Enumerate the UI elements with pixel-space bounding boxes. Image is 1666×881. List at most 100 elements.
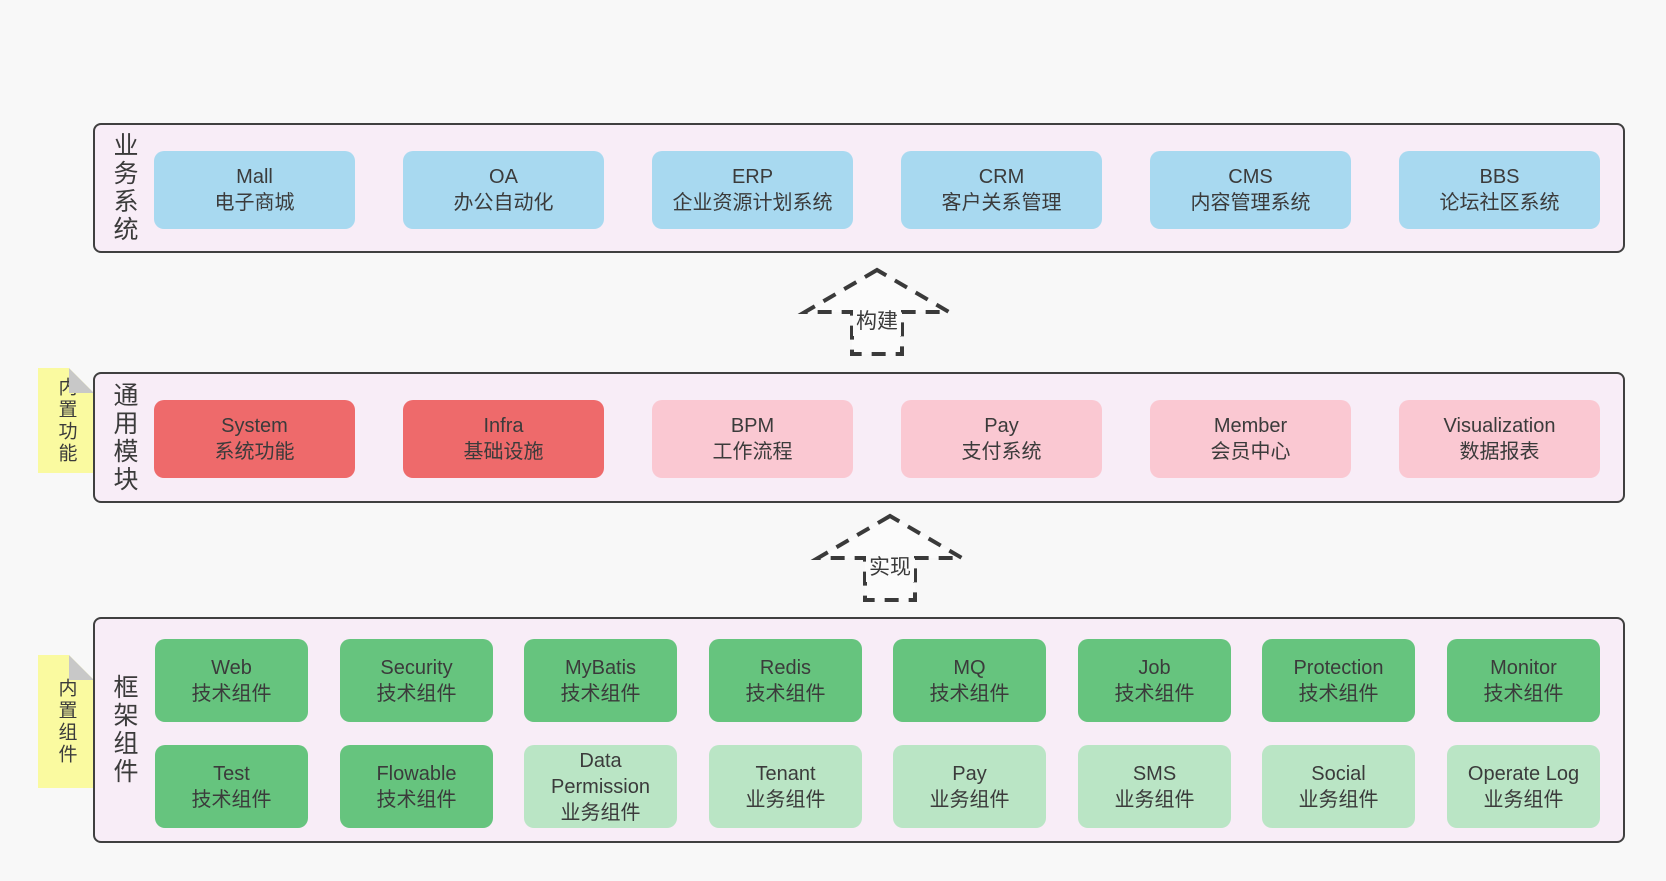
node-system: System 系统功能	[154, 400, 355, 478]
node-desc: 业务组件	[1298, 788, 1379, 811]
node-pay-module: Pay 支付系统	[901, 400, 1102, 478]
arrow-label-build: 构建	[853, 304, 901, 336]
node-desc: 内容管理系统	[1190, 192, 1311, 214]
section-framework-components: 框架组件 Web 技术组件 Security 技术组件 MyBatis 技术组件…	[93, 617, 1625, 843]
node-test: Test 技术组件	[155, 745, 308, 828]
node-desc: 数据报表	[1459, 441, 1540, 463]
node-name: Member	[1213, 415, 1288, 437]
node-pay-component: Pay 业务组件	[893, 745, 1046, 828]
node-desc: 技术组件	[560, 682, 641, 705]
node-desc: 业务组件	[745, 788, 826, 811]
node-infra: Infra 基础设施	[403, 400, 604, 478]
node-desc: 技术组件	[191, 788, 272, 811]
node-bbs: BBS 论坛社区系统	[1399, 151, 1600, 229]
node-cms: CMS 内容管理系统	[1150, 151, 1351, 229]
node-name: Redis	[759, 656, 812, 679]
node-desc: 技术组件	[1114, 682, 1195, 705]
sticky-note-builtin-features: 内置功能	[38, 368, 94, 473]
node-monitor: Monitor 技术组件	[1447, 639, 1600, 722]
node-flowable: Flowable 技术组件	[340, 745, 493, 828]
sticky-note-builtin-components: 内置组件	[38, 655, 94, 788]
node-crm: CRM 客户关系管理	[901, 151, 1102, 229]
node-desc: 技术组件	[376, 788, 457, 811]
node-desc: 技术组件	[191, 682, 272, 705]
node-visualization: Visualization 数据报表	[1399, 400, 1600, 478]
section-business-systems: 业务系统 Mall 电子商城 OA 办公自动化 ERP 企业资源计划系统 CRM…	[93, 123, 1625, 253]
node-desc: 技术组件	[1483, 682, 1564, 705]
node-name: Job	[1138, 656, 1171, 679]
node-operate-log: Operate Log 业务组件	[1447, 745, 1600, 828]
note-fold-icon	[69, 368, 94, 393]
node-name: MyBatis	[564, 656, 637, 679]
node-desc: 会员中心	[1210, 441, 1291, 463]
node-desc: 电子商城	[214, 192, 295, 214]
node-name: Infra	[483, 415, 524, 437]
node-mq: MQ 技术组件	[893, 639, 1046, 722]
node-name: CRM	[978, 166, 1025, 188]
node-desc: 工作流程	[712, 441, 793, 463]
node-name: Security	[380, 656, 453, 679]
node-name: Protection	[1293, 656, 1384, 679]
node-desc: 基础设施	[463, 441, 544, 463]
node-mall: Mall 电子商城	[154, 151, 355, 229]
node-name: BPM	[730, 415, 775, 437]
node-desc: 企业资源计划系统	[672, 192, 833, 214]
node-name: Monitor	[1490, 656, 1557, 679]
node-protection: Protection 技术组件	[1262, 639, 1415, 722]
node-desc: 支付系统	[961, 441, 1042, 463]
node-bpm: BPM 工作流程	[652, 400, 853, 478]
node-name: OA	[489, 166, 518, 188]
node-desc: 论坛社区系统	[1439, 192, 1560, 214]
section-label-business: 业务系统	[110, 132, 138, 244]
node-web: Web 技术组件	[155, 639, 308, 722]
node-mybatis: MyBatis 技术组件	[524, 639, 677, 722]
node-desc: 业务组件	[1114, 788, 1195, 811]
arrow-label-implement: 实现	[866, 550, 914, 582]
node-desc: 技术组件	[1298, 682, 1379, 705]
node-oa: OA 办公自动化	[403, 151, 604, 229]
arrow-implement: 实现	[810, 508, 970, 608]
section-label-components: 框架组件	[110, 674, 138, 786]
node-name: Operate Log	[1467, 762, 1580, 785]
node-name: Social	[1311, 762, 1366, 785]
node-name: Data Permission	[551, 749, 650, 798]
node-data-permission: Data Permission 业务组件	[524, 745, 677, 828]
node-redis: Redis 技术组件	[709, 639, 862, 722]
node-desc: 技术组件	[929, 682, 1010, 705]
node-sms: SMS 业务组件	[1078, 745, 1231, 828]
node-name: BBS	[1479, 166, 1520, 188]
node-job: Job 技术组件	[1078, 639, 1231, 722]
section-label-modules: 通用模块	[110, 381, 138, 494]
node-desc: 系统功能	[214, 441, 295, 463]
node-social: Social 业务组件	[1262, 745, 1415, 828]
node-name: CMS	[1228, 166, 1273, 188]
node-desc: 业务组件	[929, 788, 1010, 811]
node-name: SMS	[1132, 762, 1177, 785]
note-fold-icon	[69, 655, 94, 680]
arrow-build: 构建	[797, 262, 957, 362]
node-name: Flowable	[376, 762, 457, 785]
node-erp: ERP 企业资源计划系统	[652, 151, 853, 229]
node-name: Pay	[984, 415, 1019, 437]
node-desc: 技术组件	[745, 682, 826, 705]
node-desc: 业务组件	[560, 801, 641, 824]
node-name: Web	[211, 656, 252, 679]
node-desc: 客户关系管理	[941, 192, 1062, 214]
node-name: System	[221, 415, 288, 437]
node-name: Visualization	[1443, 415, 1556, 437]
node-name: MQ	[953, 656, 986, 679]
node-security: Security 技术组件	[340, 639, 493, 722]
node-desc: 业务组件	[1483, 788, 1564, 811]
note-text: 内置功能	[55, 376, 77, 465]
section-common-modules: 通用模块 System 系统功能 Infra 基础设施 BPM 工作流程 Pay…	[93, 372, 1625, 503]
node-desc: 技术组件	[376, 682, 457, 705]
node-tenant: Tenant 业务组件	[709, 745, 862, 828]
node-name: Mall	[236, 166, 273, 188]
note-text: 内置组件	[55, 677, 77, 766]
node-name: Test	[213, 762, 250, 785]
node-desc: 办公自动化	[453, 192, 554, 214]
node-member: Member 会员中心	[1150, 400, 1351, 478]
node-name: Pay	[952, 762, 987, 785]
node-name: ERP	[731, 166, 774, 188]
